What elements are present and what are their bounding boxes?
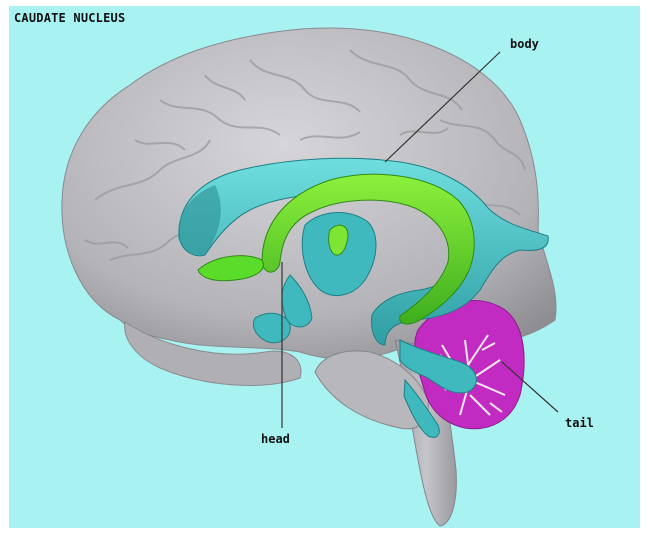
label-head: head (261, 432, 290, 446)
label-tail: tail (565, 416, 594, 430)
label-body: body (510, 37, 539, 51)
diagram-title: CAUDATE NUCLEUS (14, 11, 125, 25)
